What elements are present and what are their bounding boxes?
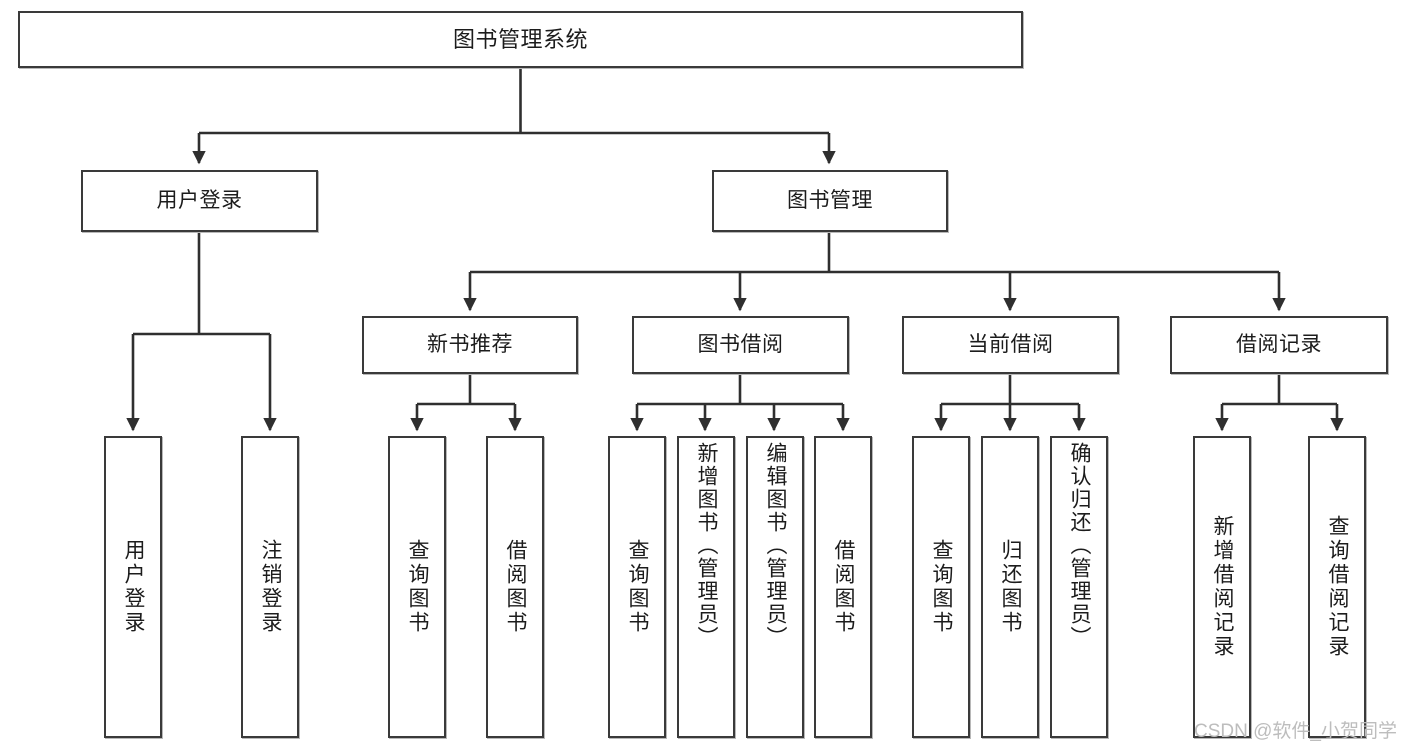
- node-root-system[interactable]: 图书管理系统: [18, 11, 1023, 68]
- node-book-manage[interactable]: 图书管理: [712, 170, 948, 232]
- leaf-query-book-1-label: 查询图书: [406, 539, 430, 635]
- leaf-confirm-return[interactable]: 确认归还（管理员）: [1050, 436, 1108, 738]
- node-current-borrow-label: 当前借阅: [967, 332, 1054, 356]
- csdn-watermark: CSDN @软件_小贺同学: [1194, 721, 1397, 742]
- leaf-query-borrow-record[interactable]: 查询借阅记录: [1308, 436, 1366, 738]
- leaf-query-book-1[interactable]: 查询图书: [388, 436, 446, 738]
- node-new-book-recommend-label: 新书推荐: [427, 332, 513, 356]
- node-current-borrow[interactable]: 当前借阅: [902, 316, 1119, 374]
- leaf-add-book-label: 新增图书（管理员）: [695, 442, 719, 649]
- leaf-borrow-book-2[interactable]: 借阅图书: [814, 436, 872, 738]
- leaf-query-book-2-label: 查询图书: [626, 539, 650, 635]
- leaf-add-borrow-record-label: 新增借阅记录: [1211, 515, 1235, 659]
- leaf-user-login[interactable]: 用户登录: [104, 436, 162, 738]
- leaf-user-login-label: 用户登录: [122, 539, 146, 635]
- node-borrow-record[interactable]: 借阅记录: [1170, 316, 1388, 374]
- leaf-query-book-3-label: 查询图书: [930, 539, 954, 635]
- leaf-return-book-label: 归还图书: [999, 539, 1023, 635]
- node-root-label: 图书管理系统: [452, 26, 588, 52]
- node-book-borrow[interactable]: 图书借阅: [632, 316, 849, 374]
- leaf-user-logout[interactable]: 注销登录: [241, 436, 299, 738]
- leaf-borrow-book-1-label: 借阅图书: [504, 539, 528, 635]
- leaf-query-book-3[interactable]: 查询图书: [912, 436, 970, 738]
- leaf-edit-book-label: 编辑图书（管理员）: [764, 442, 788, 649]
- node-user-login-label: 用户登录: [156, 188, 243, 212]
- leaf-user-logout-label: 注销登录: [259, 539, 283, 635]
- leaf-add-book[interactable]: 新增图书（管理员）: [677, 436, 735, 738]
- node-new-book-recommend[interactable]: 新书推荐: [362, 316, 578, 374]
- leaf-query-book-2[interactable]: 查询图书: [608, 436, 666, 738]
- leaf-return-book[interactable]: 归还图书: [981, 436, 1039, 738]
- leaf-borrow-book-2-label: 借阅图书: [832, 539, 856, 635]
- node-book-manage-label: 图书管理: [787, 188, 873, 212]
- node-user-login[interactable]: 用户登录: [81, 170, 318, 232]
- leaf-confirm-return-label: 确认归还（管理员）: [1068, 442, 1092, 649]
- leaf-add-borrow-record[interactable]: 新增借阅记录: [1193, 436, 1251, 738]
- node-book-borrow-label: 图书借阅: [697, 332, 784, 356]
- node-borrow-record-label: 借阅记录: [1236, 332, 1322, 356]
- leaf-edit-book[interactable]: 编辑图书（管理员）: [746, 436, 804, 738]
- leaf-borrow-book-1[interactable]: 借阅图书: [486, 436, 544, 738]
- leaf-query-borrow-record-label: 查询借阅记录: [1326, 515, 1350, 659]
